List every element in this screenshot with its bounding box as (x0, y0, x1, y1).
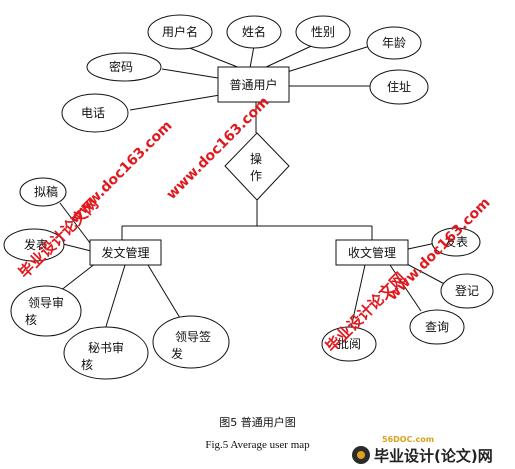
entity-send-management: 发文管理 (89, 239, 162, 266)
relationship-label-line2: 作 (250, 169, 262, 183)
attr-draft-label: 拟稿 (34, 184, 58, 199)
attr-secretary-review-label-1: 秘书审 (88, 340, 124, 355)
attr-address-label: 住址 (387, 80, 411, 94)
entity-user: 普通用户 (217, 66, 290, 103)
watermark-left-url: www.doc163.com (67, 118, 176, 227)
attr-name: 姓名 (226, 15, 282, 49)
attr-secretary-review: 秘书审 核 (63, 326, 149, 380)
attr-password-label: 密码 (109, 59, 133, 74)
attr-gender: 性别 (295, 15, 351, 49)
attr-username: 用户名 (147, 14, 213, 50)
entity-receive-label: 收文管理 (348, 245, 396, 260)
attr-leader-sign-label-2: 发 (171, 346, 183, 361)
figure-caption-cn: 图5 普通用户图 (219, 416, 296, 429)
attr-age: 年龄 (366, 26, 422, 60)
attr-recv-publish: 发表 (431, 227, 481, 257)
attr-phone-label: 电话 (81, 106, 105, 120)
brand-logo-block: 56DOC.com 毕业设计(论文)网 (330, 435, 510, 466)
attr-secretary-review-label-2: 核 (81, 358, 93, 372)
brand-site: 56DOC.com (382, 435, 435, 444)
attr-leader-review-label-1: 领导审 (28, 295, 64, 310)
entity-user-label: 普通用户 (229, 77, 277, 92)
attr-query-label: 查询 (425, 320, 449, 334)
relationship-operate: 操 作 (224, 132, 290, 201)
attr-recv-publish-label: 发表 (444, 234, 468, 249)
attr-register: 登记 (440, 273, 494, 309)
attr-leader-sign-label-1: 领导签 (175, 329, 211, 344)
attr-password: 密码 (86, 52, 162, 82)
attr-leader-review: 领导审 核 (10, 285, 82, 337)
attr-leader-review-label-2: 核 (25, 313, 37, 327)
attr-draft: 拟稿 (19, 177, 67, 207)
attr-register-label: 登记 (455, 283, 479, 298)
attr-address: 住址 (369, 69, 429, 105)
attr-send-publish-label: 发表 (24, 237, 48, 252)
attr-age-label: 年龄 (382, 36, 406, 50)
relationship-label-line1: 操 (250, 151, 262, 166)
entity-receive-management: 收文管理 (335, 239, 409, 266)
attr-read-label: 批阅 (337, 336, 361, 351)
attr-name-label: 姓名 (242, 24, 266, 39)
attr-leader-sign: 领导签 发 (152, 315, 230, 369)
attr-query: 查询 (409, 309, 465, 345)
attr-send-publish: 发表 (3, 228, 65, 262)
entity-send-label: 发文管理 (101, 245, 149, 260)
attr-username-label: 用户名 (162, 24, 198, 39)
attr-gender-label: 性别 (311, 25, 335, 39)
brand-logo-icon (352, 446, 370, 464)
figure-caption-en: Fig.5 Average user map (205, 439, 310, 451)
brand-name: 毕业设计(论文)网 (374, 447, 493, 465)
attr-phone: 电话 (61, 93, 129, 133)
connector-lines (59, 41, 453, 334)
attr-read: 批阅 (321, 326, 377, 362)
